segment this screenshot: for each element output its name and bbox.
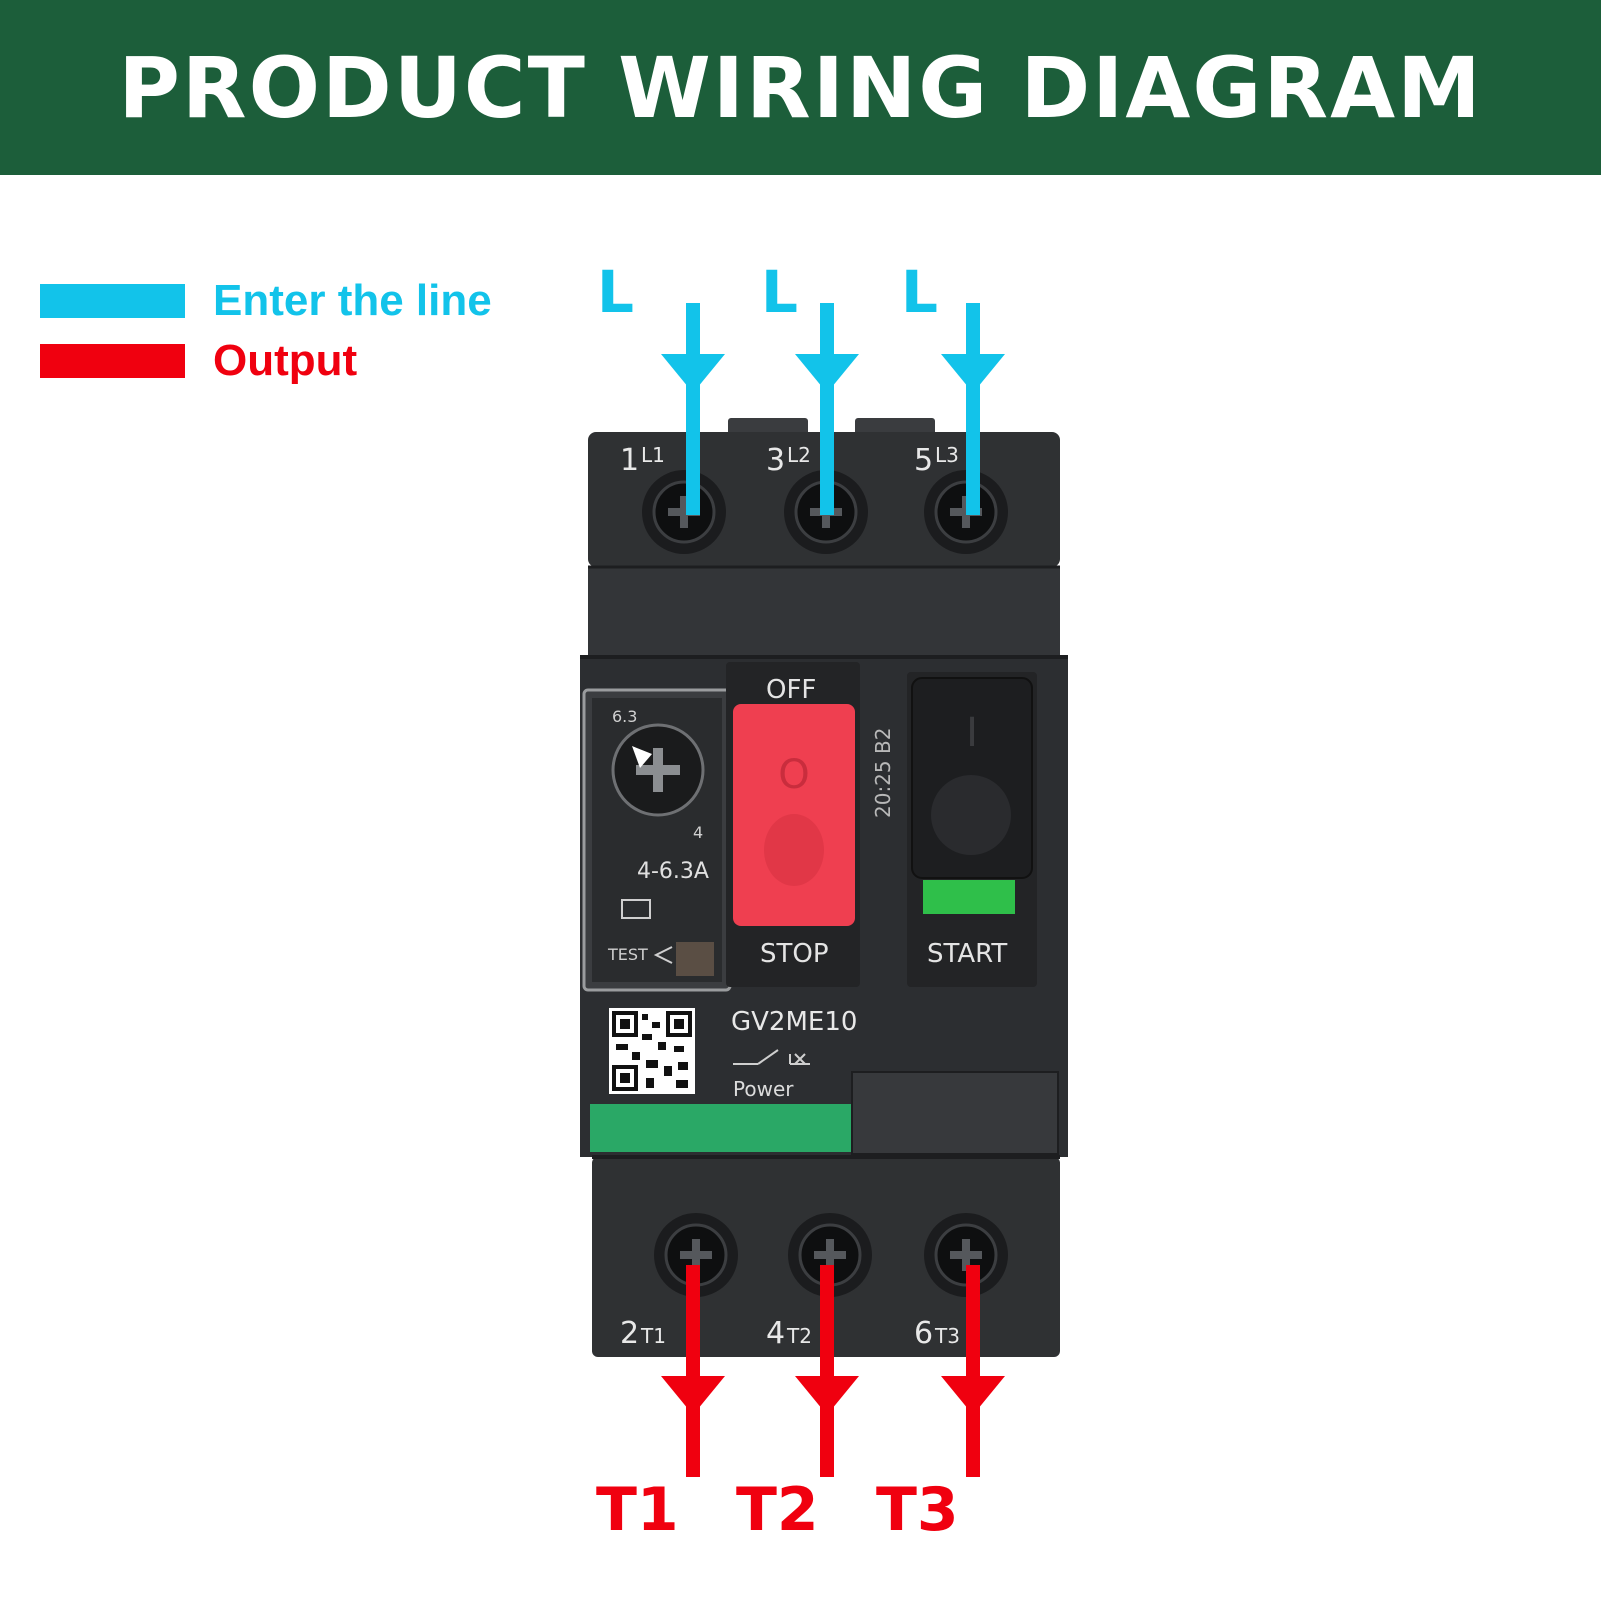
terminal-number-l2: 3 [766,443,785,478]
stop-symbol: O [778,752,809,798]
terminal-sub-t1: T1 [640,1324,666,1348]
terminal-sub-l3: L3 [935,443,959,467]
top-clip [728,418,808,436]
input-line-l2 [795,303,859,515]
down-arrow-icon [795,1376,859,1415]
terminal-number-l1: 1 [620,443,639,478]
test-button[interactable] [676,942,714,976]
down-arrow-icon [661,1376,725,1415]
terminal-sub-l1: L1 [641,443,665,467]
dial-pointer-icon [632,746,652,768]
test-label: TEST [607,945,648,964]
page-title: PRODUCT WIRING DIAGRAM [118,38,1483,137]
model-number: GV2ME10 [731,1007,857,1037]
legend-output-label: Output [213,336,358,385]
current-adjustment-panel: 6.3 4 4-6.3A TEST [582,688,732,992]
switch-symbol-icon [733,1049,810,1065]
output-label-3: T3 [876,1475,959,1545]
input-lines: L L L [597,258,1005,515]
off-label: OFF [766,675,816,705]
terminal-sub-t3: T3 [934,1324,960,1348]
test-arrow-icon [653,946,673,964]
terminal-sub-t2: T2 [786,1324,812,1348]
green-strip [590,1104,852,1152]
trip-indicator-window [621,899,651,919]
stop-button-assembly: OFF O STOP [726,662,860,987]
header-banner: PRODUCT WIRING DIAGRAM [0,0,1601,175]
output-label-2: T2 [736,1475,819,1545]
screw-icon [642,470,726,554]
input-label-3: L [901,258,938,326]
current-range-label: 4-6.3A [637,859,709,884]
start-button-dimple [931,775,1011,855]
qr-code-icon [609,1008,695,1094]
dial-min-value: 4 [693,823,703,842]
down-arrow-icon [795,354,859,393]
stop-button-dimple [764,814,824,886]
stop-label: STOP [760,939,829,969]
input-label-1: L [597,258,634,326]
legend-output: Output [40,336,357,386]
output-line-t1 [661,1265,725,1477]
start-button-assembly: I START [907,672,1037,987]
power-label: Power [733,1077,794,1101]
top-clip [855,418,935,436]
input-line-l1 [661,303,725,515]
down-arrow-icon [941,1376,1005,1415]
start-label: START [927,939,1007,969]
terminal-sub-l2: L2 [787,443,811,467]
cover-plate [851,1071,1059,1155]
output-label-1: T1 [596,1475,679,1545]
legend-input: Enter the line [40,276,492,326]
motor-protection-breaker: 1 L1 3 L2 5 L3 2 T1 4 T2 6 T3 6.3 4 4-6.… [580,418,1068,1357]
input-line-swatch [40,284,185,318]
output-line-swatch [40,344,185,378]
output-lines: T1 T2 T3 [596,1265,1005,1545]
output-line-t2 [795,1265,859,1477]
terminal-number-l3: 5 [914,443,933,478]
terminal-number-t1: 2 [620,1316,639,1351]
start-symbol: I [966,710,978,756]
output-line-t3 [941,1265,1005,1477]
terminal-number-t3: 6 [914,1316,933,1351]
input-line-l3 [941,303,1005,515]
terminal-number-t2: 4 [766,1316,785,1351]
screw-icon [788,1213,872,1297]
down-arrow-icon [661,354,725,393]
screw-icon [924,1213,1008,1297]
input-label-2: L [761,258,798,326]
down-arrow-icon [941,354,1005,393]
upper-cover [588,567,1060,657]
legend-input-label: Enter the line [213,276,492,325]
start-indicator [923,880,1015,914]
rating-code: 20:25 B2 [871,728,895,818]
screw-icon [654,1213,738,1297]
dial-max-value: 6.3 [612,707,637,726]
